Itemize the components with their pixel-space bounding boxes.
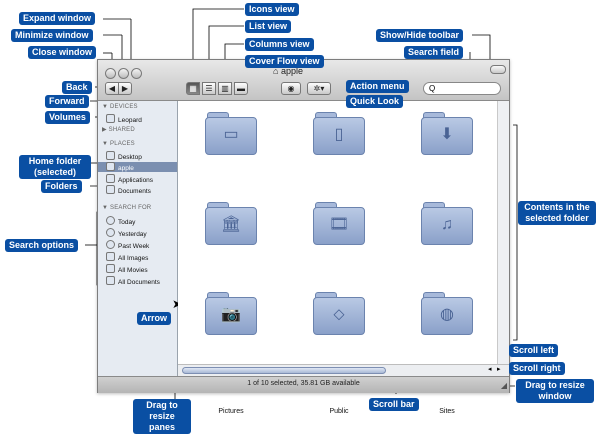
quick-look-button[interactable]: ◉ (281, 82, 301, 95)
scroll-thumb[interactable] (182, 367, 386, 374)
callout-home-folder: Home folder (selected) (19, 155, 91, 179)
sidebar-section-places[interactable]: ▼ PLACES (102, 141, 135, 147)
music-icon: ♫ (441, 216, 453, 233)
back-button[interactable]: ◀ (105, 82, 119, 95)
sidebar-section-search[interactable]: ▼ SEARCH FOR (102, 205, 152, 211)
callout-search-options: Search options (5, 239, 79, 252)
folder-sites[interactable]: ◍ (421, 291, 473, 335)
camera-icon: 📷 (221, 306, 241, 323)
callout-show-hide-toolbar: Show/Hide toolbar (376, 29, 464, 42)
callout-volumes: Volumes (45, 111, 90, 124)
sidebar-section-shared[interactable]: ▶ SHARED (102, 127, 135, 133)
sidebar-item-today[interactable]: Today (106, 216, 135, 226)
callout-action-menu: Action menu (346, 80, 409, 93)
documents-icon (106, 185, 115, 194)
column-view-button[interactable]: ▥ (218, 82, 232, 95)
callout-quick-look: Quick Look (346, 95, 404, 108)
callout-drag-resize-panes: Drag to resize panes (133, 399, 191, 434)
resize-grip-icon[interactable]: ◢ (500, 381, 507, 390)
sidebar-item-applications[interactable]: Applications (106, 174, 153, 184)
document-icon: ▯ (334, 126, 344, 143)
callout-arrow: Arrow (137, 312, 172, 325)
home-icon: ⌂ (273, 66, 279, 76)
callout-close-window: Close window (28, 46, 97, 59)
callout-cover-flow-view: Cover Flow view (245, 55, 324, 68)
callout-forward: Forward (45, 95, 89, 108)
callout-drag-resize-window: Drag to resize window (516, 379, 594, 403)
clock-icon (106, 228, 115, 237)
smart-folder-icon (106, 276, 115, 285)
status-bar: 1 of 10 selected, 35.81 GB available ◢ (98, 376, 509, 393)
search-field[interactable]: Q (423, 82, 501, 95)
library-icon: 🏛 (221, 216, 242, 233)
minimize-button[interactable] (118, 68, 129, 79)
callout-icons-view: Icons view (245, 3, 299, 16)
sidebar-item-apple[interactable]: apple (98, 162, 177, 172)
folder-downloads[interactable]: ⬇ (421, 111, 473, 155)
folder-movies[interactable]: 🎞 (313, 201, 365, 245)
icon-view-button[interactable]: ▦ (186, 82, 200, 95)
callout-expand-window: Expand window (19, 12, 96, 25)
folder-label: Pictures (218, 408, 244, 415)
sidebar-item-desktop[interactable]: Desktop (106, 151, 142, 161)
status-text: 1 of 10 selected, 35.81 GB available (247, 380, 360, 387)
film-icon: 🎞 (329, 216, 350, 233)
clock-icon (106, 216, 115, 225)
callout-scroll-right: Scroll right (509, 362, 565, 375)
download-icon: ⬇ (440, 126, 454, 143)
callout-folders: Folders (41, 180, 82, 193)
callout-contents: Contents in the selected folder (518, 201, 596, 225)
sidebar-item-all-movies[interactable]: All Movies (106, 264, 148, 274)
sidebar-section-devices[interactable]: ▼ DEVICES (102, 104, 138, 110)
vertical-scrollbar[interactable] (497, 101, 509, 376)
toolbar-toggle-button[interactable] (490, 65, 506, 74)
globe-icon: ◍ (440, 306, 454, 323)
callout-search-field: Search field (404, 46, 464, 59)
folder-public[interactable]: ⬦ (313, 291, 365, 335)
search-icon: Q (429, 84, 436, 93)
mouse-arrow-cursor: ➤ (172, 297, 182, 311)
clock-icon (106, 240, 115, 249)
home-icon (106, 162, 115, 171)
sidebar-item-all-images[interactable]: All Images (106, 252, 148, 262)
callout-scroll-bar: Scroll bar (369, 398, 419, 411)
folder-label: Public (329, 408, 349, 415)
folder-pictures[interactable]: 📷 (205, 291, 257, 335)
disk-icon (106, 114, 115, 123)
smart-folder-icon (106, 264, 115, 273)
finder-window: ⌂ apple ◀ ▶ ▦ ☰ ▥ ▬ ◉ ✲▾ Q ▼ DEVICES Leo… (97, 59, 510, 415)
desktop-icon: ▭ (223, 126, 239, 143)
scroll-right-arrow[interactable]: ▸ (497, 366, 501, 373)
list-view-button[interactable]: ☰ (202, 82, 216, 95)
folder-desktop[interactable]: ▭ (205, 111, 257, 155)
applications-icon (106, 174, 115, 183)
folder-documents[interactable]: ▯ (313, 111, 365, 155)
desktop-icon (106, 151, 115, 160)
sidebar-item-leopard[interactable]: Leopard (106, 114, 142, 124)
sidebar-item-yesterday[interactable]: Yesterday (106, 228, 147, 238)
sidebar-item-documents[interactable]: Documents (106, 185, 151, 195)
zoom-button[interactable] (131, 68, 142, 79)
forward-button[interactable]: ▶ (118, 82, 132, 95)
callout-columns-view: Columns view (245, 38, 314, 51)
smart-folder-icon (106, 252, 115, 261)
sidebar-item-all-documents[interactable]: All Documents (106, 276, 160, 286)
sidebar: ▼ DEVICES Leopard ▶ SHARED ▼ PLACES Desk… (98, 101, 182, 376)
scroll-left-arrow[interactable]: ◂ (488, 366, 492, 373)
folder-label: Sites (439, 408, 455, 415)
callout-list-view: List view (245, 20, 292, 33)
folder-library[interactable]: 🏛 (205, 201, 257, 245)
folder-music[interactable]: ♫ (421, 201, 473, 245)
horizontal-scrollbar[interactable]: ◂ ▸ (178, 364, 509, 376)
callout-minimize-window: Minimize window (11, 29, 93, 42)
action-menu-button[interactable]: ✲▾ (307, 82, 331, 95)
public-icon: ⬦ (333, 306, 345, 323)
callout-scroll-left: Scroll left (509, 344, 559, 357)
sidebar-item-past-week[interactable]: Past Week (106, 240, 149, 250)
window-title: ⌂ apple (273, 66, 303, 76)
coverflow-view-button[interactable]: ▬ (234, 82, 248, 95)
close-button[interactable] (105, 68, 116, 79)
folder-contents: ▭ Desktop ▯ Documents ⬇ Downloads 🏛 Libr… (178, 101, 497, 415)
callout-back: Back (62, 81, 92, 94)
